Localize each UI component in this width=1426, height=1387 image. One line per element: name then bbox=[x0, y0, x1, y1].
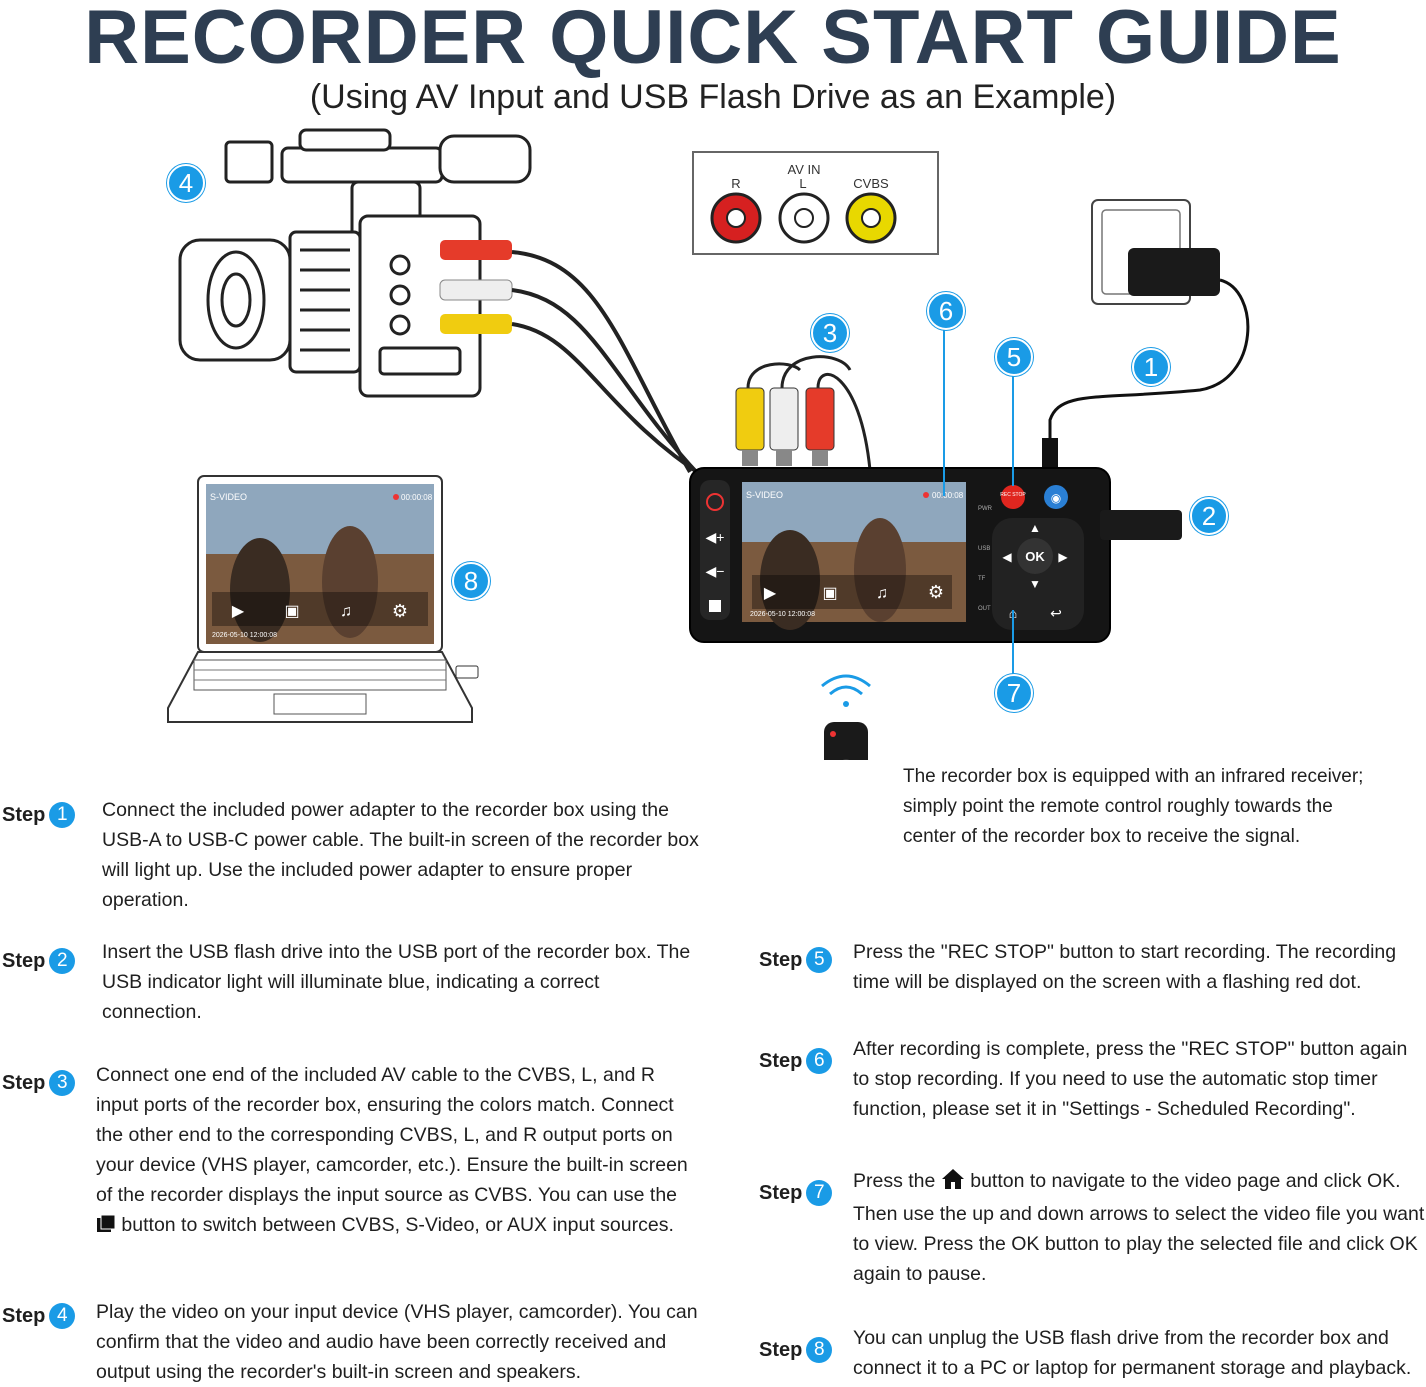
marker-8: 8 bbox=[452, 562, 490, 600]
volume-down-icon: ◀− bbox=[706, 563, 725, 579]
svg-text:USB: USB bbox=[978, 546, 990, 552]
svg-text:⚙: ⚙ bbox=[392, 601, 408, 621]
wall-socket-illustration bbox=[1042, 199, 1250, 468]
camcorder-yellow-plug bbox=[440, 314, 512, 334]
step-6-number: 6 bbox=[806, 1048, 833, 1074]
up-arrow-icon: ▲ bbox=[1029, 521, 1041, 535]
step-7-text-a: Press the bbox=[853, 1170, 936, 1192]
svg-text:OUT: OUT bbox=[978, 606, 991, 612]
svg-text:TF: TF bbox=[978, 576, 986, 582]
step-8-number: 8 bbox=[806, 1337, 833, 1363]
svg-text:▣: ▣ bbox=[284, 603, 299, 620]
remote-control-illustration bbox=[821, 674, 871, 760]
av-in-r-label: R bbox=[731, 176, 740, 191]
ok-label: OK bbox=[1025, 549, 1045, 564]
step-2-number: 2 bbox=[49, 948, 76, 974]
camera-button bbox=[1044, 485, 1068, 509]
camcorder-illustration bbox=[178, 128, 532, 398]
marker-7: 7 bbox=[995, 674, 1033, 712]
left-arrow-icon: ◀ bbox=[1002, 550, 1012, 564]
step-7-text: Press the button to navigate to the vide… bbox=[853, 1166, 1425, 1289]
laptop-screen-date: 2026-05-10 12:00:08 bbox=[212, 632, 277, 639]
av-in-l-label: L bbox=[799, 176, 806, 191]
step-4-text: Play the video on your input device (VHS… bbox=[96, 1301, 698, 1383]
power-icon bbox=[706, 493, 724, 511]
page-subtitle: (Using AV Input and USB Flash Drive as a… bbox=[309, 78, 1117, 116]
marker-3: 3 bbox=[811, 314, 849, 352]
marker-5: 5 bbox=[995, 338, 1033, 376]
svg-text:PWR: PWR bbox=[978, 506, 993, 512]
step-3-text-a: Connect one end of the included AV cable… bbox=[96, 1064, 688, 1206]
step-8-text: You can unplug the USB flash drive from … bbox=[853, 1327, 1412, 1379]
input-switch-icon bbox=[96, 1213, 116, 1243]
right-arrow-icon: ▶ bbox=[1058, 550, 1068, 564]
svg-text:▣: ▣ bbox=[822, 585, 837, 602]
step-4-number: 4 bbox=[49, 1303, 76, 1329]
camcorder-white-plug bbox=[439, 279, 513, 301]
step-1-text: Connect the included power adapter to th… bbox=[102, 799, 699, 911]
laptop-screen-timer: 00:00:08 bbox=[401, 493, 433, 502]
input-switch-icon bbox=[709, 600, 721, 612]
back-icon: ↩ bbox=[1050, 605, 1062, 621]
recorder-screen-source: S-VIDEO bbox=[746, 490, 783, 500]
setup-illustration: AV IN R L CVBS ◀+ ◀− bbox=[167, 128, 1250, 760]
home-icon bbox=[941, 1168, 965, 1199]
camcorder-red-plug bbox=[440, 240, 512, 260]
marker-4: 4 bbox=[167, 164, 205, 202]
recorder-screen-timer: 00:00:08 bbox=[932, 491, 964, 500]
usb-drive-illustration bbox=[1100, 510, 1182, 540]
down-arrow-icon: ▼ bbox=[1029, 577, 1041, 591]
svg-text:⚙: ⚙ bbox=[928, 582, 944, 602]
recorder-screen-date: 2026-05-10 12:00:08 bbox=[750, 611, 815, 618]
step-3-text-b: button to switch between CVBS, S-Video, … bbox=[121, 1214, 674, 1236]
camera-icon: ◉ bbox=[1051, 491, 1061, 505]
step-2-text: Insert the USB flash drive into the USB … bbox=[102, 941, 691, 1023]
svg-text:♫: ♫ bbox=[876, 585, 888, 602]
svg-text:▶: ▶ bbox=[232, 603, 245, 620]
step-5-text: Press the "REC STOP" button to start rec… bbox=[853, 941, 1397, 993]
av-in-panel: AV IN R L CVBS bbox=[692, 151, 939, 255]
step-3-text: Connect one end of the included AV cable… bbox=[96, 1060, 700, 1243]
rec-stop-button bbox=[1001, 485, 1025, 509]
av-in-cvbs-label: CVBS bbox=[853, 176, 889, 191]
marker-6: 6 bbox=[927, 292, 965, 330]
page-title: RECORDER QUICK START GUIDE bbox=[84, 0, 1342, 80]
rec-stop-label: REC STOP bbox=[1000, 492, 1026, 498]
recorder-box: ◀+ ◀− S-VIDEO 00:00:08 ▶ ▣ ♫ ⚙ 2026-05-1… bbox=[689, 467, 1111, 643]
volume-up-icon: ◀+ bbox=[706, 529, 725, 545]
laptop-screen-source: S-VIDEO bbox=[210, 492, 247, 502]
step-5-number: 5 bbox=[806, 947, 833, 973]
step-6-text: After recording is complete, press the "… bbox=[853, 1038, 1408, 1120]
marker-1: 1 bbox=[1132, 348, 1170, 386]
remote-note: The recorder box is equipped with an inf… bbox=[903, 766, 1364, 847]
step-1-number: 1 bbox=[49, 802, 76, 828]
svg-text:▶: ▶ bbox=[764, 585, 777, 602]
step-3-number: 3 bbox=[49, 1070, 76, 1096]
ok-button bbox=[1017, 538, 1053, 574]
svg-text:♫: ♫ bbox=[340, 603, 352, 620]
step-7-text-b: button to navigate to the video page and… bbox=[853, 1170, 1425, 1285]
marker-2: 2 bbox=[1190, 497, 1228, 535]
step-7-number: 7 bbox=[806, 1180, 833, 1206]
av-in-title: AV IN bbox=[788, 162, 821, 177]
laptop-illustration: S-VIDEO 00:00:08 ▶ ▣ ♫ ⚙ 2026-05-10 12:0… bbox=[167, 475, 479, 723]
rca-plugs-illustration bbox=[735, 355, 872, 471]
